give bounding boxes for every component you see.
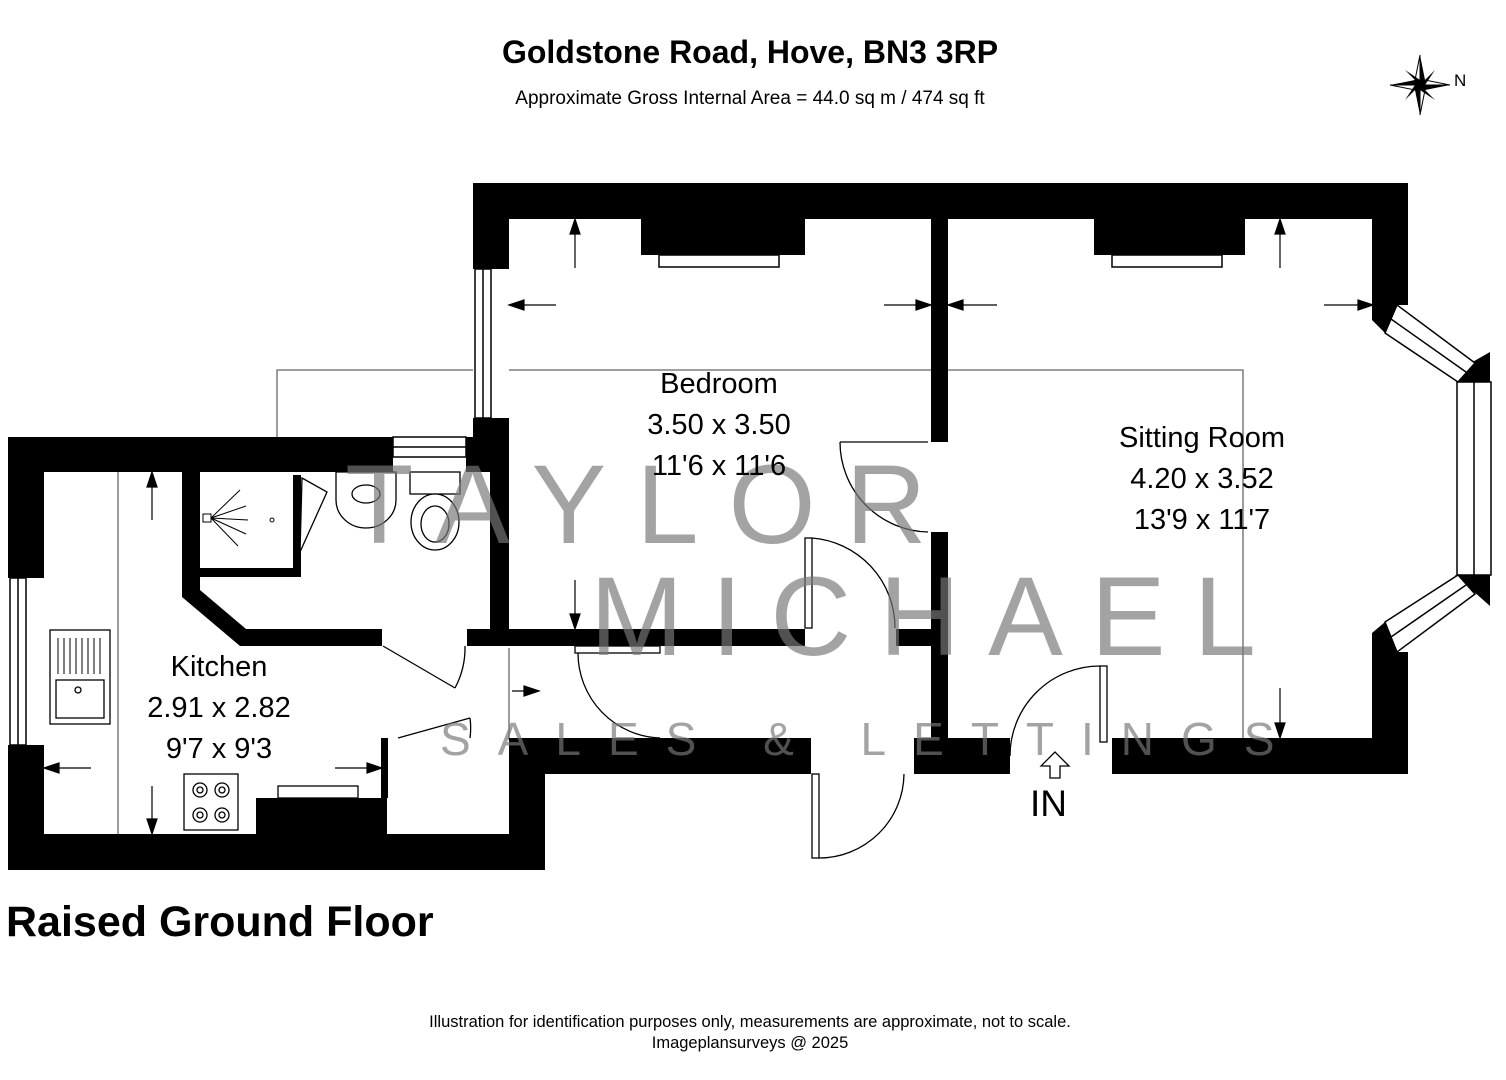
- entrance-label: IN: [1030, 783, 1067, 824]
- entrance-door-leaf: [1099, 665, 1108, 743]
- dimension-arrows: [42, 217, 1375, 836]
- room-name: Sitting Room: [1118, 422, 1285, 454]
- fireplaces: [641, 219, 1245, 268]
- room-imperial: 11'6 x 11'6: [651, 450, 787, 482]
- bathroom-angled-wall: [182, 472, 246, 646]
- bottom-wall-right: [1112, 738, 1408, 774]
- room-metric: 4.20 x 3.52: [1130, 463, 1274, 495]
- watermark-sales-lettings: SALES & LETTINGS: [440, 713, 1302, 765]
- sitting-right-wall-upper: [1372, 219, 1408, 305]
- plan-title: Goldstone Road, Hove, BN3 3RP: [501, 34, 999, 70]
- lower-step-wall: [509, 774, 545, 834]
- bay-window-top: [1384, 303, 1477, 383]
- top-wall: [473, 183, 1408, 219]
- copyright-text: Imageplansurveys @ 2025: [651, 1034, 849, 1052]
- kitchen-unit-wall: [256, 798, 387, 834]
- bedroom-lower-door-swing: [577, 652, 661, 739]
- walls: [8, 183, 1490, 870]
- room-name: Kitchen: [170, 651, 268, 683]
- kitchen-top-wall: [8, 437, 393, 472]
- hall-door-leaf: [804, 537, 813, 629]
- sitting-chimney: [1094, 219, 1245, 255]
- bay-corner-top: [1372, 305, 1397, 333]
- disclaimer-text: Illustration for identification purposes…: [429, 1013, 1071, 1031]
- room-imperial: 13'9 x 11'7: [1133, 504, 1271, 536]
- room-name: Bedroom: [660, 368, 778, 400]
- room-label-sitting-room: Sitting Room 4.20 x 3.52 13'9 x 11'7: [1072, 418, 1332, 541]
- bay-corner-bottom: [1372, 622, 1397, 652]
- front-door-swing: [818, 773, 905, 859]
- room-metric: 2.91 x 2.82: [147, 692, 291, 724]
- kitchen-left-wall-upper: [8, 472, 44, 578]
- shower-screen: [299, 476, 328, 553]
- partition-upper: [931, 219, 948, 442]
- shower-side-wall: [293, 475, 301, 577]
- entrance-arrow: [1039, 751, 1071, 779]
- kitchen-top-wall-right: [466, 437, 509, 472]
- windows: [9, 268, 1492, 746]
- hob: [183, 773, 239, 831]
- appliance: [277, 785, 359, 799]
- watermark-taylor: TAYLOR: [345, 442, 957, 567]
- bedroom-lower-door-leaf: [574, 645, 661, 654]
- outline-lines: [276, 369, 1244, 740]
- floor-label: Raised Ground Floor: [6, 898, 434, 946]
- room-label-kitchen: Kitchen 2.91 x 2.82 9'7 x 9'3: [109, 647, 329, 770]
- kitchen-bottom-wall: [8, 834, 545, 870]
- front-door-leaf: [811, 773, 820, 859]
- entrance-door-swing: [1009, 665, 1101, 757]
- bath-door-swing: [454, 645, 466, 689]
- shower-head: [202, 489, 275, 547]
- partition-stub: [896, 629, 948, 646]
- kitchen-bath-wall: [246, 629, 382, 646]
- kitchen-fixtures: [49, 472, 359, 834]
- bottom-wall-left: [509, 738, 811, 774]
- bedroom-chimney: [641, 219, 805, 255]
- bath-door-leaf: [382, 645, 456, 689]
- room-metric: 3.50 x 3.50: [647, 409, 791, 441]
- bathroom-fixtures: [202, 471, 461, 553]
- gross-area-subtitle: Approximate Gross Internal Area = 44.0 s…: [515, 88, 985, 109]
- bay-window-bottom: [1384, 574, 1477, 654]
- shower-base-wall: [200, 568, 301, 577]
- bedroom-door-swing: [839, 441, 929, 533]
- room-label-bedroom: Bedroom 3.50 x 3.50 11'6 x 11'6: [589, 364, 849, 487]
- cupboard-door-leaf: [397, 717, 471, 739]
- watermark-michael: MICHAEL: [590, 554, 1284, 679]
- hall-door-swing: [811, 537, 896, 629]
- bathroom-right-wall: [490, 472, 509, 642]
- compass-icon: [1389, 54, 1451, 116]
- doors: [382, 441, 1108, 859]
- room-imperial: 9'7 x 9'3: [165, 733, 273, 765]
- north-label: N: [1454, 71, 1467, 90]
- cupboard-wall: [381, 738, 388, 798]
- hall-top-wall: [467, 629, 805, 646]
- bottom-wall-middle: [914, 738, 1010, 774]
- bedroom-left-wall-upper: [473, 219, 509, 269]
